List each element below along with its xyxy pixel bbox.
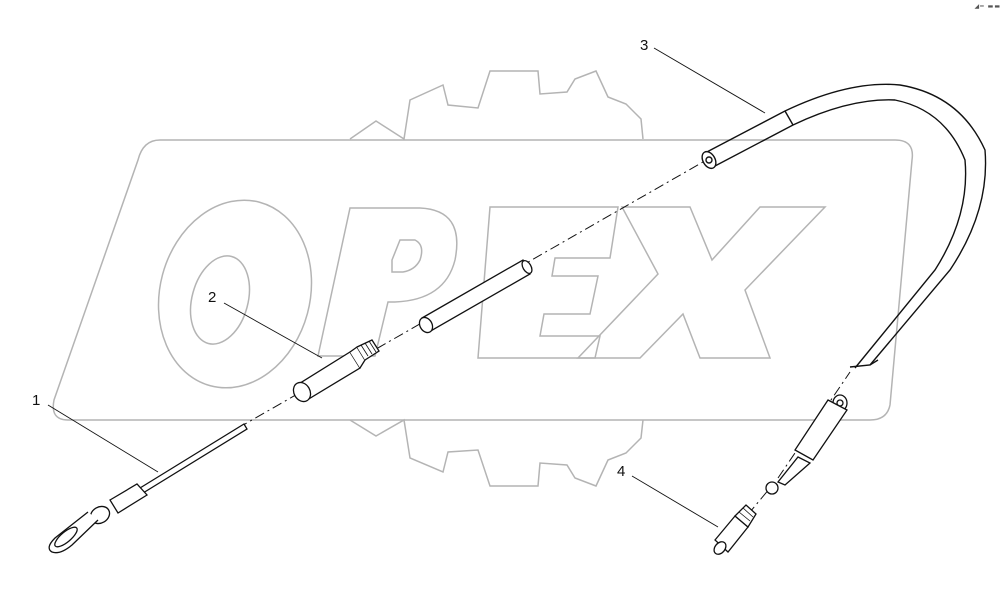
callout-3: 3 (640, 37, 649, 54)
leader-lines (47, 47, 766, 528)
callout-4: 4 (617, 463, 626, 480)
corner-mark: ◢━ ▬▬ (974, 3, 1001, 10)
part-4-end-fitting (713, 394, 848, 555)
part-1-rod-assembly (48, 423, 248, 554)
callout-1: 1 (32, 392, 41, 409)
part-2-sleeve-assembly (292, 259, 533, 403)
watermark-logo (52, 70, 914, 487)
part-3-cable-sheath (701, 83, 987, 369)
assembly-axis-line (237, 157, 851, 531)
callout-2: 2 (208, 289, 217, 306)
